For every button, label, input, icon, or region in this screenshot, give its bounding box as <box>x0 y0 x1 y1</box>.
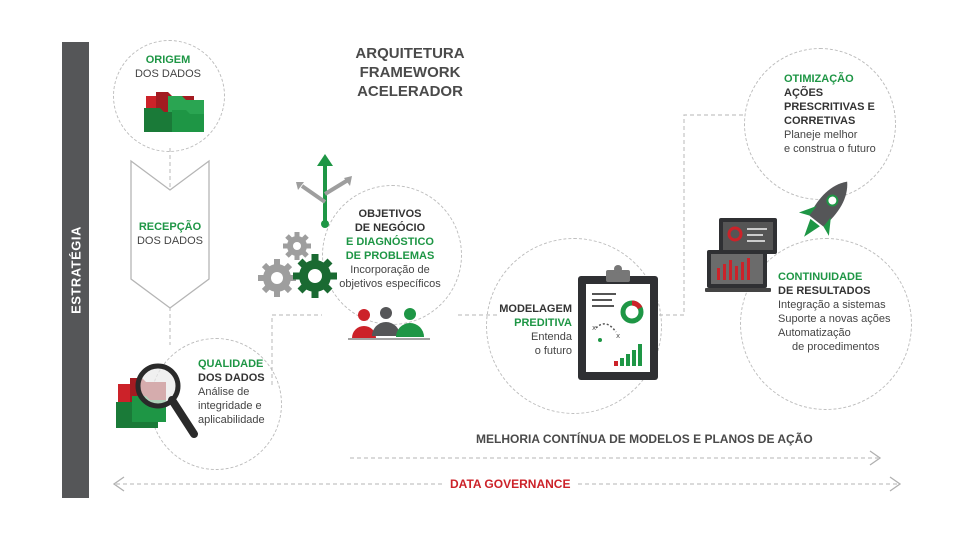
objetivos-line-2: DE NEGÓCIO <box>354 222 426 234</box>
modelagem-label: MODELAGEM <box>499 303 572 315</box>
qualidade-highlight: QUALIDADE <box>198 358 264 370</box>
direction-arrows-icon <box>296 154 352 228</box>
gears-icon <box>258 232 337 298</box>
objetivos-desc-2: objetivos específicos <box>339 278 441 290</box>
otimizacao-desc-1: Planeje melhor <box>784 129 858 141</box>
modelagem-desc-1: Entenda <box>531 331 572 343</box>
continuidade-circle <box>740 238 912 410</box>
qualidade-desc-2: integridade e <box>198 400 262 412</box>
governance-arrow <box>112 476 902 492</box>
qualidade-desc-3: aplicabilidade <box>198 414 265 426</box>
otimizacao-line-1: AÇÕES <box>784 87 824 99</box>
otimizacao-desc-2: e construa o futuro <box>784 143 876 155</box>
continuidade-desc-3: Automatização <box>778 327 851 339</box>
governance-label: DATA GOVERNANCE <box>444 477 577 491</box>
melhoria-arrow <box>350 450 882 466</box>
origem-text: ORIGEM DOS DADOS <box>128 53 208 81</box>
folders-icon <box>144 92 204 132</box>
objetivos-text: OBJETIVOS DE NEGÓCIO E DIAGNÓSTICO DE PR… <box>330 207 450 291</box>
origem-label: DOS DADOS <box>134 68 201 80</box>
clipboard-chart-icon: x x <box>578 265 658 380</box>
people-group-icon <box>348 307 430 340</box>
continuidade-label: DE RESULTADOS <box>778 285 871 297</box>
objetivos-highlight-2: DE PROBLEMAS <box>345 250 435 262</box>
origem-circle <box>113 40 225 152</box>
objetivos-line-1: OBJETIVOS <box>358 208 422 220</box>
recepcao-text: RECEPÇÃO DOS DADOS <box>130 220 210 248</box>
magnifier-folders-icon <box>116 363 198 438</box>
continuidade-desc-2: Suporte a novas ações <box>778 313 891 325</box>
svg-text:x: x <box>616 332 620 340</box>
qualidade-desc-1: Análise de <box>198 386 250 398</box>
continuidade-desc-4: de procedimentos <box>792 341 880 353</box>
title-line-1: ARQUITETURA <box>355 45 465 62</box>
modelagem-circle <box>486 238 662 414</box>
recepcao-chevron <box>130 159 210 309</box>
svg-text:x: x <box>592 324 596 332</box>
laptops-dashboard-icon <box>705 218 777 292</box>
otimizacao-line-3: CORRETIVAS <box>784 115 856 127</box>
otimizacao-line-2: PRESCRITIVAS E <box>784 101 875 113</box>
qualidade-label: DOS DADOS <box>198 372 265 384</box>
melhoria-label: MELHORIA CONTÍNUA DE MODELOS E PLANOS DE… <box>476 432 813 446</box>
continuidade-highlight: CONTINUIDADE <box>778 271 863 283</box>
title-line-2: FRAMEWORK <box>359 64 461 81</box>
otimizacao-text: OTIMIZAÇÃO AÇÕES PRESCRITIVAS E CORRETIV… <box>784 72 876 156</box>
objetivos-desc-1: Incorporação de <box>350 264 430 276</box>
continuidade-desc-1: Integração a sistemas <box>778 299 886 311</box>
modelagem-desc-2: o futuro <box>534 345 572 357</box>
qualidade-text: QUALIDADE DOS DADOS Análise de integrida… <box>198 357 265 427</box>
otimizacao-highlight: OTIMIZAÇÃO <box>784 73 854 85</box>
modelagem-highlight: PREDITIVA <box>514 317 572 329</box>
diagram-title: ARQUITETURA FRAMEWORK ACELERADOR <box>350 44 470 101</box>
strategy-sidebar: ESTRATÉGIA <box>62 42 89 498</box>
recepcao-label: DOS DADOS <box>136 235 203 247</box>
origem-highlight: ORIGEM <box>145 54 191 66</box>
recepcao-highlight: RECEPÇÃO <box>138 221 202 233</box>
continuidade-text: CONTINUIDADE DE RESULTADOS Integração a … <box>778 270 891 354</box>
rocket-icon <box>798 181 848 237</box>
modelagem-text: MODELAGEM PREDITIVA Entenda o futuro <box>490 302 572 358</box>
objetivos-highlight-1: E DIAGNÓSTICO <box>345 236 434 248</box>
title-line-3: ACELERADOR <box>357 83 463 100</box>
